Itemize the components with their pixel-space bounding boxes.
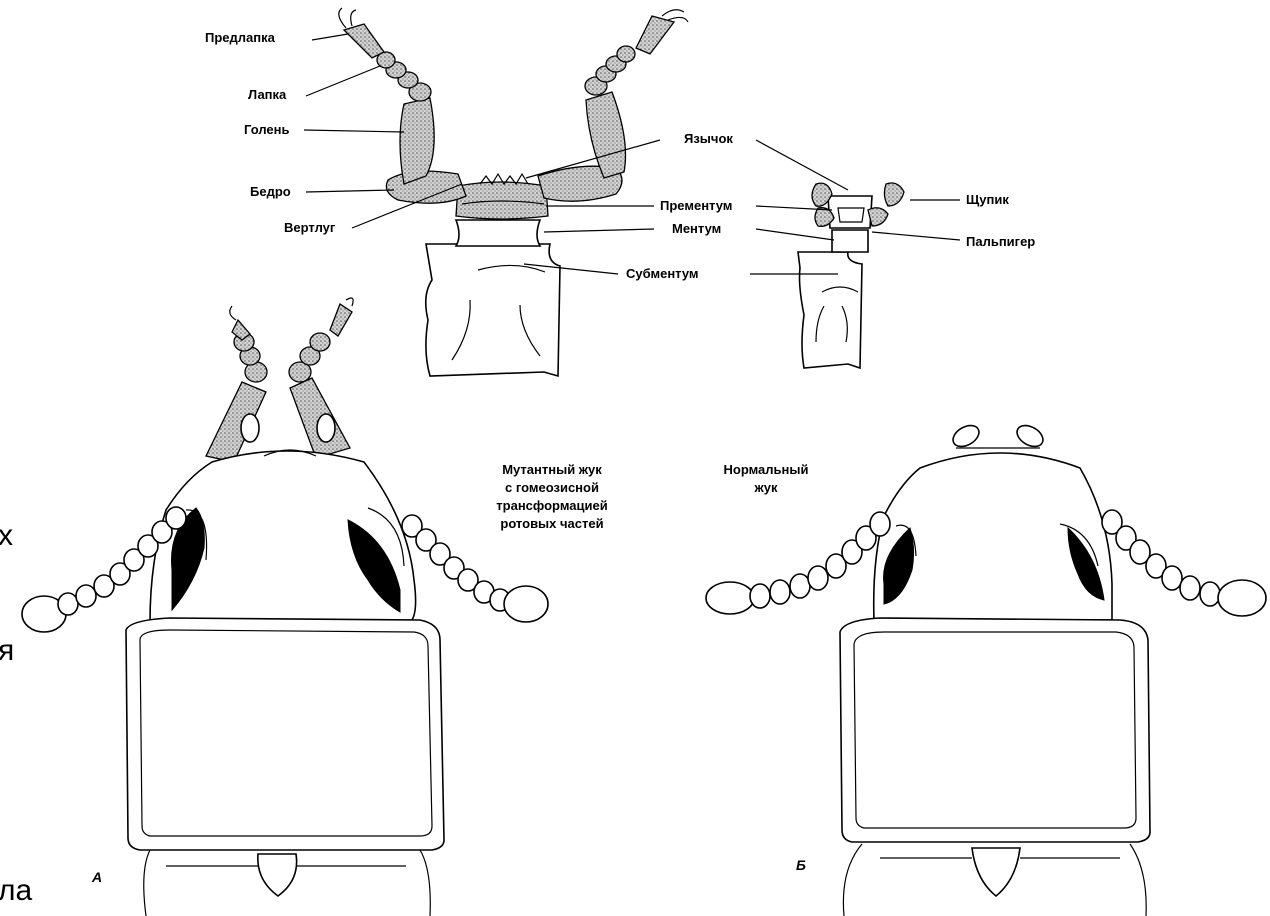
- caption-normal: Нормальный жук: [724, 462, 809, 495]
- caption-mutant-line-1: Мутантный жук: [502, 462, 602, 477]
- mutant-labium: [339, 8, 688, 376]
- caption-normal-line-2: жук: [754, 480, 778, 495]
- side-text-3: ла: [0, 874, 33, 907]
- caption-mutant-line-2: с гомеозисной: [505, 480, 599, 495]
- normal-labium: [798, 183, 904, 368]
- caption-mutant: Мутантный жук с гомеозисной трансформаци…: [496, 462, 607, 531]
- label-palpiger: Пальпигер: [966, 234, 1035, 249]
- normal-beetle: [706, 421, 1266, 916]
- label-mentum: Ментум: [672, 221, 721, 236]
- mutant-beetle: [22, 298, 548, 916]
- label-shchupik: Щупик: [966, 192, 1009, 207]
- label-vertlug: Вертлуг: [284, 220, 336, 235]
- label-golen: Голень: [244, 122, 290, 137]
- side-text-1: х: [0, 519, 13, 552]
- panel-tag-a: А: [91, 869, 102, 885]
- label-submentum: Субментум: [626, 266, 699, 281]
- caption-mutant-line-4: ротовых частей: [500, 516, 603, 531]
- label-lapka: Лапка: [248, 87, 287, 102]
- side-text-2: я: [0, 634, 14, 667]
- label-prementum: Прементум: [660, 198, 732, 213]
- label-yazychok: Язычок: [684, 131, 733, 146]
- label-bedro: Бедро: [250, 184, 291, 199]
- label-predlapka: Предлапка: [205, 30, 276, 45]
- caption-mutant-line-3: трансформацией: [496, 498, 607, 513]
- panel-tag-b: Б: [796, 857, 806, 873]
- caption-normal-line-1: Нормальный: [724, 462, 809, 477]
